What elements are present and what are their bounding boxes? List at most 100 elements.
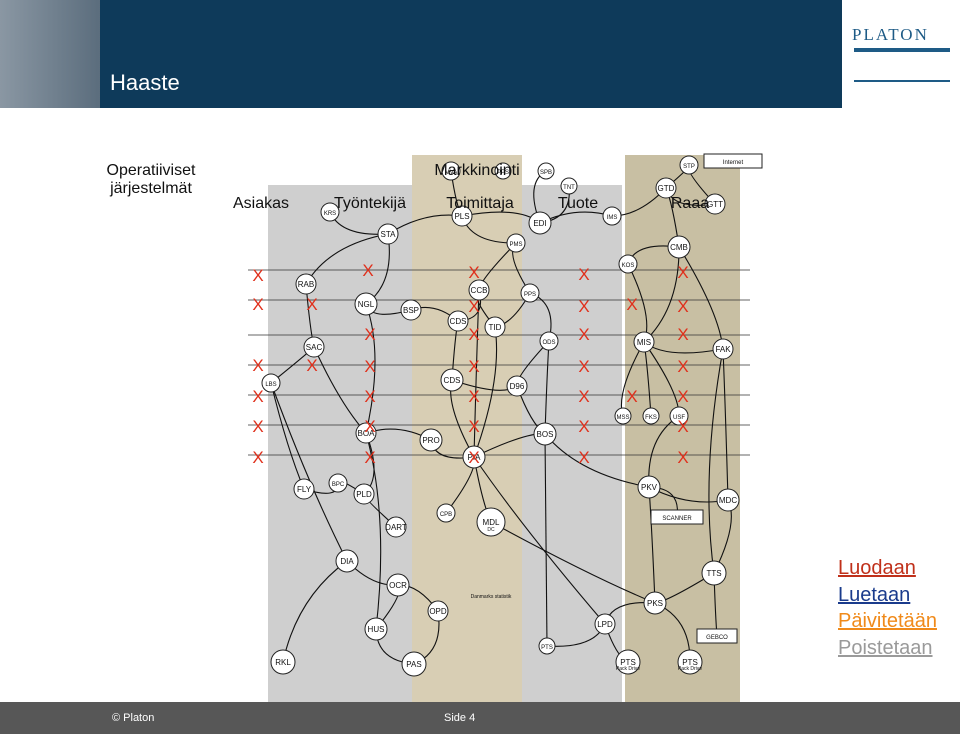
system-node-fks: FKS (642, 407, 660, 425)
node-circle (353, 483, 375, 505)
legend-delete: Poistetaan (838, 637, 933, 659)
node-circle (528, 211, 552, 235)
node-circle (293, 478, 315, 500)
connector-lbs-dia (270, 382, 348, 562)
section-supplier: Toimittaja (446, 195, 514, 212)
node-label: PKV (641, 483, 658, 492)
node-label: MSS (616, 415, 629, 421)
system-node-gtt: GTT (704, 193, 726, 215)
node-circle (436, 503, 456, 523)
system-node-cmb: CMB (667, 235, 691, 259)
x-mark: X (578, 387, 589, 406)
system-node-gtd: GTD (655, 177, 677, 199)
node-label: LPD (597, 620, 613, 629)
system-node-stp: STP (679, 155, 699, 175)
node-circle (506, 375, 528, 397)
connector-boa-hus (365, 432, 382, 630)
x-mark: X (677, 417, 688, 436)
node-label: PTS (541, 645, 553, 651)
node-label: HUS (368, 625, 385, 634)
system-node-sac: SAC (303, 336, 325, 358)
node-circle (364, 617, 388, 641)
node-label: PTS (682, 658, 698, 667)
node-circle (594, 613, 616, 635)
system-node-pkv: PKV (637, 475, 661, 499)
node-circle (669, 406, 689, 426)
node-label: RAB (298, 280, 314, 289)
node-box (696, 628, 738, 644)
node-circle (494, 162, 512, 180)
slide-title: Haaste (110, 70, 180, 95)
node-label: PPS (497, 170, 509, 176)
x-mark: X (468, 357, 479, 376)
system-node-internet: Internet (703, 153, 763, 169)
x-mark: X (578, 297, 589, 316)
node-circle (401, 651, 427, 677)
connector-dia-rkl (282, 560, 348, 663)
system-node-pia: PIA (462, 445, 486, 469)
system-node-pps2: PPS (520, 283, 540, 303)
node-circle (701, 560, 727, 586)
connector-ngl-boa (365, 303, 376, 434)
x-mark: X (364, 417, 375, 436)
node-label: PIA (468, 453, 482, 462)
system-node-pts2: PTS (615, 649, 641, 675)
x-mark: X (252, 356, 263, 375)
system-node-pls: PLS (451, 205, 473, 227)
system-node-boa: BOA (355, 422, 377, 444)
x-mark: X (677, 387, 688, 406)
node-circle (270, 649, 296, 675)
node-label: PKS (647, 599, 663, 608)
section-marketing: Markkinointi (434, 162, 520, 179)
logo-column-icon (854, 48, 950, 82)
connector-fak-mdc (722, 348, 729, 501)
node-circle (602, 206, 622, 226)
node-circle (335, 549, 359, 573)
pts-note-1: Pack Drive (616, 666, 640, 672)
node-label: DART (385, 523, 407, 532)
node-circle (712, 338, 734, 360)
system-node-pms: PMS (506, 233, 526, 253)
x-mark: X (306, 356, 317, 375)
system-node-bos: BOS (533, 422, 557, 446)
system-node-opd: OPD (427, 600, 449, 622)
node-label: OPD (429, 607, 447, 616)
node-circle (462, 445, 486, 469)
x-mark: X (364, 325, 375, 344)
system-node-gebco: GEBCO (696, 628, 738, 644)
node-label: BOS (537, 430, 554, 439)
system-node-hus: HUS (364, 617, 388, 641)
x-mark: X (468, 297, 479, 316)
node-circle (484, 316, 506, 338)
x-mark: X (677, 263, 688, 282)
node-circle (618, 254, 638, 274)
node-label: GTD (658, 184, 675, 193)
node-label: SAC (306, 343, 323, 352)
system-node-pro: PRO (419, 428, 443, 452)
platon-logo: PLATON (842, 0, 960, 108)
x-mark: X (252, 295, 263, 314)
x-mark: X (578, 448, 589, 467)
node-circle (468, 279, 490, 301)
x-mark: X (677, 297, 688, 316)
section-other: Raaa (670, 195, 710, 212)
system-node-scanner: SCANNER (650, 509, 704, 525)
node-circle (441, 161, 461, 181)
node-label: FKS (645, 415, 657, 421)
node-label: D96 (510, 382, 525, 391)
node-label: MDL (483, 518, 500, 527)
system-node-pld: PLD (353, 483, 375, 505)
system-node-rab: RAB (295, 273, 317, 295)
node-circle (655, 177, 677, 199)
slide-footer: © Platon Side 4 (0, 702, 960, 734)
x-mark: X (578, 325, 589, 344)
node-circle (643, 591, 667, 615)
x-mark: X (677, 448, 688, 467)
x-mark: X (364, 387, 375, 406)
node-circle (320, 202, 340, 222)
node-circle (560, 177, 578, 195)
node-label: CMB (670, 243, 688, 252)
node-label: KOS (622, 263, 635, 269)
node-label: PLS (454, 212, 469, 221)
system-node-tts: TTS (701, 560, 727, 586)
